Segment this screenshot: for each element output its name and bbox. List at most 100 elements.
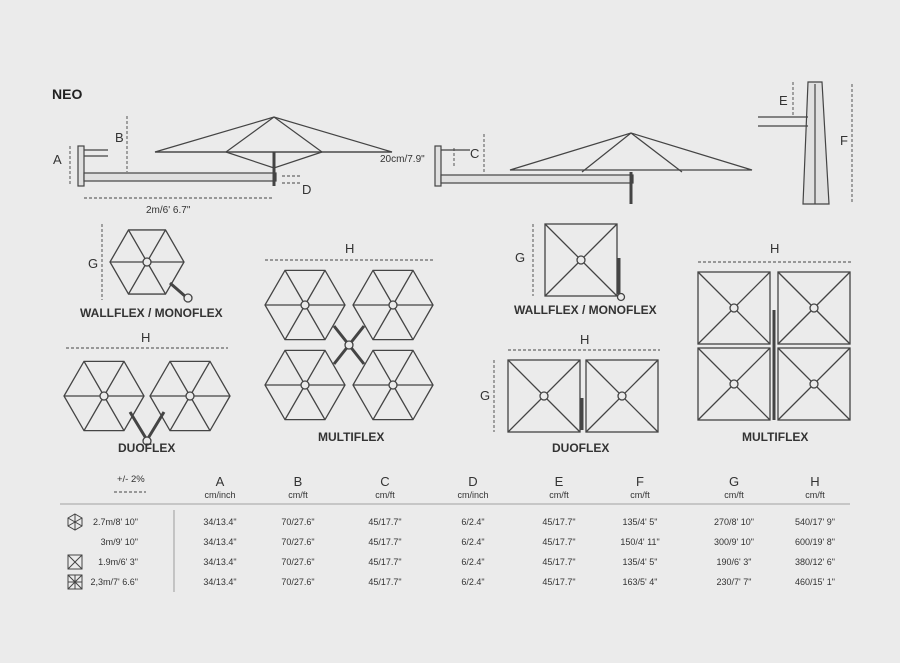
- column-unit: cm/ft: [724, 490, 744, 500]
- table-cell: 150/4' 11": [620, 537, 660, 547]
- column-unit: cm/ft: [288, 490, 308, 500]
- arm-length-label: 2m/6' 6.7": [146, 205, 191, 216]
- table-cell: 460/15' 1": [795, 577, 835, 587]
- caption-wallflex-hex: WALLFLEX / MONOFLEX: [80, 306, 223, 320]
- canopy-hub: [142, 257, 152, 267]
- canopy-hub: [809, 379, 819, 389]
- column-unit: cm/ft: [549, 490, 569, 500]
- tolerance-label: +/- 2%: [117, 474, 145, 485]
- table-cell: 540/17' 9": [795, 517, 835, 527]
- canopy-hub: [388, 300, 398, 310]
- canopy-rib: [392, 304, 414, 340]
- square-canopy: [697, 271, 771, 345]
- canopy-rib: [372, 270, 394, 306]
- column-letter: D: [468, 474, 478, 489]
- column-letter: A: [215, 474, 225, 489]
- canopy-rib: [284, 304, 306, 340]
- label-e: E: [779, 93, 788, 108]
- canopy-rib: [83, 395, 105, 431]
- canopy-rib: [284, 270, 306, 306]
- table-cell: 45/17.7": [368, 577, 402, 587]
- table-cell: 34/13.4": [203, 577, 237, 587]
- canopy-rib: [372, 350, 394, 386]
- table-cell: 6/2.4": [461, 557, 485, 567]
- label-h-duoflex-sq: H: [580, 332, 590, 347]
- label-f: F: [840, 133, 848, 148]
- canopy-hub: [809, 303, 819, 313]
- canopy-rib: [169, 361, 191, 397]
- canopy-hub: [729, 379, 739, 389]
- canopy-rib: [189, 361, 211, 397]
- canopy-rib: [304, 304, 326, 340]
- table-cell: 45/17.7": [368, 537, 402, 547]
- table-cell: 6/2.4": [461, 517, 485, 527]
- canopy-hub: [539, 391, 549, 401]
- table-cell: 45/17.7": [368, 517, 402, 527]
- square-icon: [67, 554, 83, 570]
- canopy-rib: [392, 384, 414, 420]
- label-h-multiflex-sq: H: [770, 241, 780, 256]
- pole-base: [142, 436, 152, 446]
- table-cell: 45/17.7": [542, 517, 576, 527]
- mount-arm: [169, 281, 187, 299]
- table-cell: 230/7' 7": [716, 577, 752, 587]
- row-size: 1.9m/6' 3": [98, 557, 138, 567]
- square-canopy: [777, 347, 851, 421]
- side-view-square: [434, 132, 753, 204]
- table-cell: 45/17.7": [542, 557, 576, 567]
- column-unit: cm/ft: [805, 490, 825, 500]
- canopy-rib: [284, 350, 306, 386]
- pole-base: [616, 292, 626, 302]
- row-size: 3m/9' 10": [100, 537, 138, 547]
- canopy-rib: [284, 384, 306, 420]
- row-size: 2.7m/8' 10": [93, 517, 138, 527]
- square-canopy: [507, 359, 581, 433]
- table-cell: 135/4' 5": [622, 517, 658, 527]
- canopy-rib: [372, 304, 394, 340]
- caption-duoflex-sq: DUOFLEX: [552, 441, 610, 455]
- table-cell: 45/17.7": [542, 537, 576, 547]
- canopy-rib: [127, 229, 148, 263]
- square-canopy: [544, 223, 618, 297]
- label-a: A: [53, 152, 62, 167]
- table-cell: 380/12' 6": [795, 557, 835, 567]
- table-cell: 45/17.7": [542, 577, 576, 587]
- canopy-rib: [372, 384, 394, 420]
- hexagon-icon: [67, 513, 83, 531]
- caption-duoflex-hex: DUOFLEX: [118, 441, 176, 455]
- table-cell: 135/4' 5": [622, 557, 658, 567]
- column-letter: H: [810, 474, 820, 489]
- canopy-rib: [392, 270, 414, 306]
- canopy-hub: [576, 255, 586, 265]
- table-cell: 70/27.6": [281, 577, 315, 587]
- table-cell: 600/19' 8": [795, 537, 835, 547]
- table-cell: 6/2.4": [461, 537, 485, 547]
- table-cell: 70/27.6": [281, 537, 315, 547]
- column-letter: E: [554, 474, 564, 489]
- label-h-duoflex-hex: H: [141, 330, 151, 345]
- column-unit: cm/ft: [630, 490, 650, 500]
- mount-arm: [128, 411, 166, 443]
- page-title: NEO: [52, 86, 83, 102]
- canopy-rib: [103, 361, 125, 397]
- canopy-rib: [304, 350, 326, 386]
- canopy-rib: [146, 229, 167, 263]
- column-unit: cm/ft: [375, 490, 395, 500]
- canopy-rib: [304, 270, 326, 306]
- canopy-rib: [169, 395, 191, 431]
- pole-base: [344, 340, 354, 350]
- canopy-rib: [392, 350, 414, 386]
- canopy-rib: [189, 395, 211, 431]
- table-cell: 34/13.4": [203, 537, 237, 547]
- offset-label: 20cm/7.9": [380, 154, 425, 165]
- table-cell: 70/27.6": [281, 557, 315, 567]
- table-cell: 270/8' 10": [714, 517, 754, 527]
